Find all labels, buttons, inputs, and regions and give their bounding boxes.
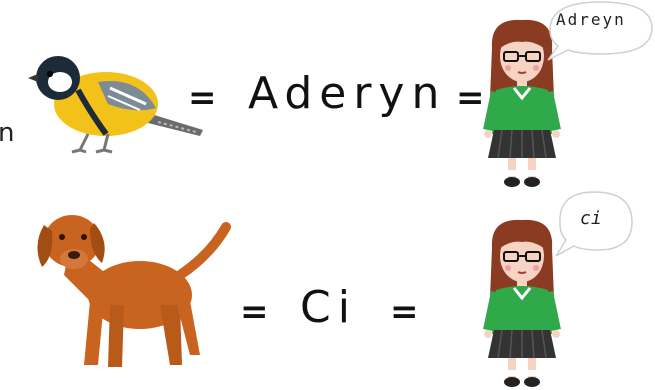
- bird-icon: [28, 56, 203, 154]
- word-aderyn: Aderyn: [248, 68, 447, 119]
- equals-sign: =: [390, 292, 419, 332]
- speech-bubble: [555, 191, 633, 257]
- cropped-letter: n: [0, 118, 15, 148]
- equals-sign: =: [456, 78, 485, 118]
- word-ci: Ci: [300, 282, 357, 333]
- equals-sign: =: [188, 78, 217, 118]
- girl-icon: [483, 19, 561, 187]
- speech-bubble: [547, 1, 653, 61]
- dog-icon: [37, 215, 231, 367]
- equals-sign: =: [240, 292, 269, 332]
- speech-text: ci: [580, 208, 602, 229]
- girl-icon: [483, 219, 561, 387]
- speech-text: Adreyn: [556, 10, 626, 29]
